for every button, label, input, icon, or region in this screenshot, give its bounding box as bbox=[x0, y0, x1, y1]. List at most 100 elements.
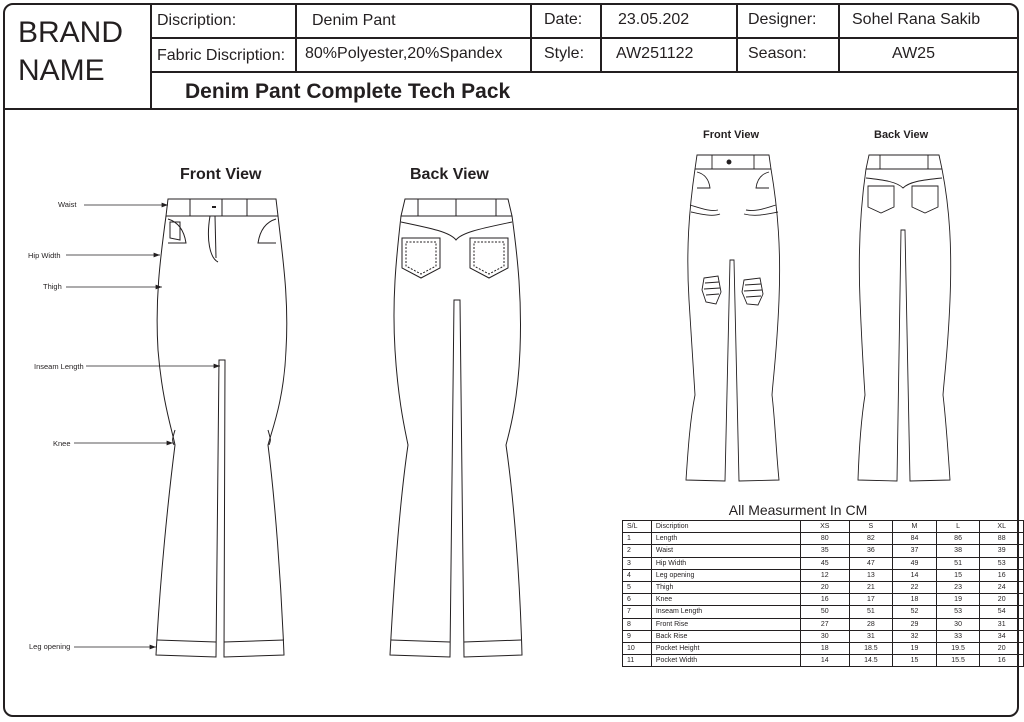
designer-value: Sohel Rana Sakib bbox=[852, 11, 981, 28]
table-cell: Back Rise bbox=[650, 629, 802, 643]
callout-thigh: Thigh bbox=[43, 282, 62, 291]
header-divider bbox=[530, 4, 532, 72]
table-cell: 33 bbox=[935, 629, 981, 643]
table-cell: 22 bbox=[892, 580, 937, 595]
brand-line: BRAND bbox=[18, 16, 124, 49]
table-cell: 53 bbox=[935, 605, 981, 619]
table-cell: 47 bbox=[848, 556, 894, 570]
table-cell: 19.5 bbox=[935, 641, 981, 656]
callout-inseam-length: Inseam Length bbox=[34, 362, 84, 371]
table-cell: 82 bbox=[848, 532, 894, 546]
table-cell: 10 bbox=[622, 641, 652, 656]
table-cell: 50 bbox=[800, 605, 850, 619]
date-label: Date: bbox=[544, 11, 583, 28]
header-divider bbox=[150, 4, 152, 109]
header-divider bbox=[150, 71, 1018, 73]
table-cell: 14 bbox=[800, 654, 850, 668]
table-cell: 20 bbox=[800, 580, 850, 595]
brand-name: BRAND NAME bbox=[18, 14, 123, 90]
table-cell: Waist bbox=[650, 544, 802, 558]
table-cell: 15 bbox=[892, 654, 937, 668]
table-cell: Knee bbox=[650, 593, 802, 607]
table-cell: 1 bbox=[622, 532, 652, 546]
table-cell: 51 bbox=[935, 556, 981, 570]
table-cell: 5 bbox=[622, 580, 652, 595]
callout-arrows bbox=[66, 202, 220, 650]
table-cell: 86 bbox=[935, 532, 981, 546]
table-header-cell: XL bbox=[979, 519, 1024, 534]
table-cell: 30 bbox=[935, 617, 981, 631]
table-cell: 24 bbox=[979, 580, 1024, 595]
table-cell: 17 bbox=[848, 593, 894, 607]
table-cell: 52 bbox=[892, 605, 937, 619]
table-cell: 12 bbox=[800, 568, 850, 582]
table-cell: 9 bbox=[622, 629, 652, 643]
header-divider bbox=[600, 4, 602, 72]
date-value: 23.05.202 bbox=[618, 11, 690, 28]
table-cell: 3 bbox=[622, 556, 652, 570]
table-cell: 54 bbox=[979, 605, 1024, 619]
page-title: Denim Pant Complete Tech Pack bbox=[185, 80, 511, 103]
table-cell: 14.5 bbox=[848, 654, 894, 668]
header-divider bbox=[150, 37, 1018, 39]
season-label: Season: bbox=[748, 45, 807, 62]
table-cell: 37 bbox=[892, 544, 937, 558]
table-cell: 15 bbox=[935, 568, 981, 582]
header-divider bbox=[295, 4, 297, 72]
back-pant-drawing bbox=[389, 198, 523, 658]
header-divider bbox=[4, 108, 1018, 110]
table-cell: 2 bbox=[622, 544, 652, 558]
style-label: Style: bbox=[544, 45, 585, 62]
table-cell: Hip Width bbox=[650, 556, 802, 570]
table-cell: 23 bbox=[935, 580, 981, 595]
table-cell: 36 bbox=[848, 544, 894, 558]
table-cell: 4 bbox=[622, 568, 652, 582]
table-cell: 18 bbox=[892, 593, 937, 607]
table-cell: Inseam Length bbox=[650, 605, 802, 619]
table-cell: Front Rise bbox=[650, 617, 802, 631]
table-cell: 53 bbox=[979, 556, 1024, 570]
table-cell: 11 bbox=[622, 654, 652, 668]
table-cell: 31 bbox=[848, 629, 894, 643]
table-header-cell: M bbox=[892, 519, 937, 534]
table-cell: 49 bbox=[892, 556, 937, 570]
table-cell: 28 bbox=[848, 617, 894, 631]
table-cell: 88 bbox=[979, 532, 1024, 546]
table-cell: 19 bbox=[892, 641, 937, 656]
header-divider bbox=[736, 4, 738, 72]
table-cell: 14 bbox=[892, 568, 937, 582]
table-cell: 38 bbox=[935, 544, 981, 558]
table-cell: 34 bbox=[979, 629, 1024, 643]
header-divider bbox=[838, 4, 840, 72]
table-cell: 39 bbox=[979, 544, 1024, 558]
back-view-small-title: Back View bbox=[874, 129, 929, 141]
front-pant-small-drawing bbox=[685, 154, 781, 482]
front-pant-drawing bbox=[155, 198, 288, 658]
table-cell: 35 bbox=[800, 544, 850, 558]
season-value: AW25 bbox=[892, 45, 935, 62]
table-cell: 6 bbox=[622, 593, 652, 607]
table-cell: 27 bbox=[800, 617, 850, 631]
table-cell: 16 bbox=[979, 654, 1024, 668]
fabric-value: 80%Polyester,20%Spandex bbox=[305, 45, 503, 62]
callout-knee: Knee bbox=[53, 439, 71, 448]
table-header-cell: L bbox=[935, 519, 981, 534]
callout-leg-opening: Leg opening bbox=[29, 642, 71, 651]
table-header-cell: Discription bbox=[650, 519, 802, 534]
callout-waist: Waist bbox=[58, 200, 77, 209]
table-cell: 32 bbox=[892, 629, 937, 643]
table-cell: Leg opening bbox=[650, 568, 802, 582]
table-cell: 20 bbox=[979, 593, 1024, 607]
table-cell: 29 bbox=[892, 617, 937, 631]
brand-line: NAME bbox=[18, 54, 105, 87]
table-cell: 20 bbox=[979, 641, 1024, 656]
